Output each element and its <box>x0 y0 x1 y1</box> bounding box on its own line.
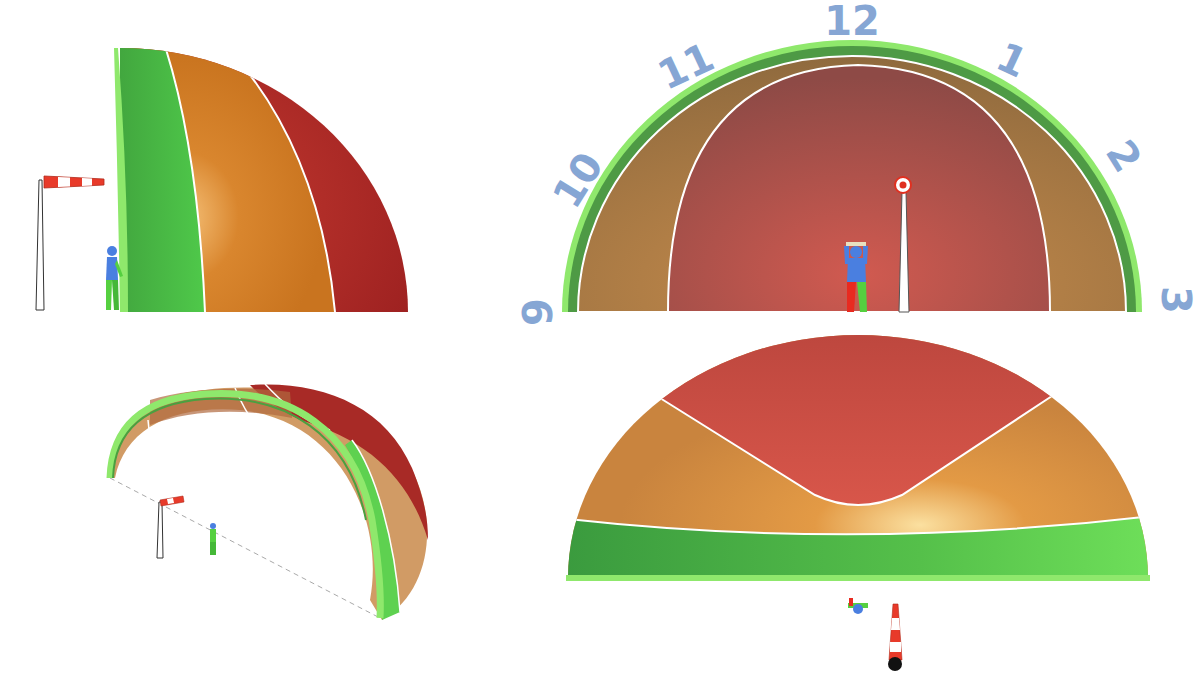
band-boundary <box>165 46 205 312</box>
person <box>844 242 868 312</box>
clock-number: 2 <box>1100 134 1149 179</box>
windsock <box>157 496 184 558</box>
person <box>106 246 123 310</box>
top-view <box>560 300 1160 671</box>
clock-number: 1 <box>991 36 1033 84</box>
band-boundary <box>560 515 1160 534</box>
person <box>848 598 868 614</box>
clock-number: 9 <box>518 298 558 326</box>
windsock <box>888 604 902 671</box>
front-rim <box>110 393 380 618</box>
band-boundary <box>148 420 151 470</box>
orange-band <box>578 56 1126 312</box>
red-band <box>560 300 1160 505</box>
band-boundary <box>660 396 1052 505</box>
band-boundary <box>228 48 335 312</box>
red-band <box>668 65 1050 312</box>
windsock <box>36 176 104 310</box>
red-band <box>100 40 420 320</box>
windsock <box>895 177 911 312</box>
rim-edge <box>113 399 366 520</box>
clock-number: 12 <box>824 1 880 41</box>
side-bands <box>100 40 420 320</box>
front-view <box>562 40 1142 312</box>
person <box>210 523 216 555</box>
perspective-view <box>110 384 428 620</box>
outer-rim <box>562 40 1142 312</box>
orange-band <box>100 40 335 312</box>
side-view <box>36 40 420 320</box>
front-bands <box>578 56 1126 312</box>
top-bands <box>560 300 1160 590</box>
green-band <box>100 40 205 312</box>
green-band <box>568 46 1136 312</box>
clock-number: 3 <box>1156 286 1196 314</box>
ground-line <box>110 478 380 618</box>
green-band <box>560 515 1160 580</box>
rim <box>566 575 1150 581</box>
